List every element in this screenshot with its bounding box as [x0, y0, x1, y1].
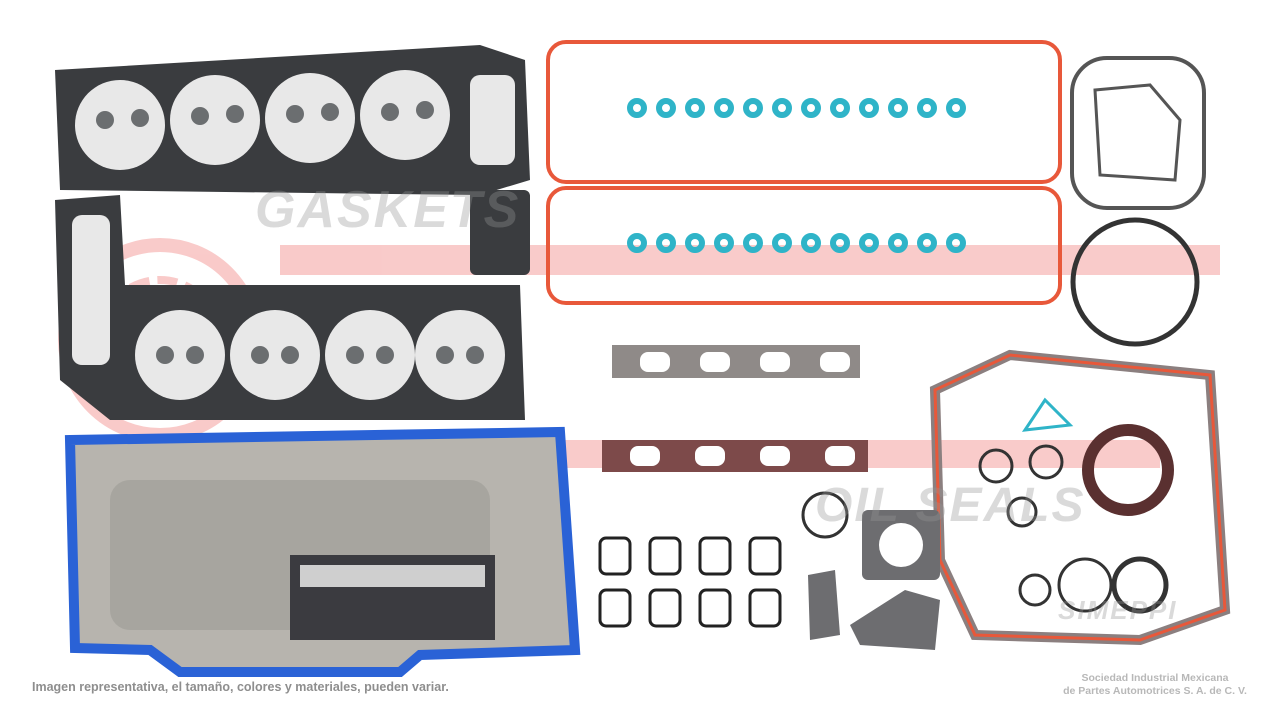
port-seal — [698, 536, 732, 576]
o-ring — [772, 233, 792, 253]
port-seal — [748, 588, 782, 628]
o-ring — [743, 98, 763, 118]
o-ring — [743, 233, 763, 253]
port-seal — [598, 588, 632, 628]
port-seal — [648, 536, 682, 576]
o-ring — [830, 98, 850, 118]
oil-pan-gasket — [64, 426, 581, 677]
misc-gaskets — [801, 491, 940, 650]
cylinder-head-gasket-lower — [55, 190, 530, 420]
o-ring — [656, 233, 676, 253]
o-ring — [888, 233, 908, 253]
o-ring — [801, 233, 821, 253]
o-ring — [859, 98, 879, 118]
o-ring — [714, 233, 734, 253]
port-seal — [748, 536, 782, 576]
o-ring — [685, 233, 705, 253]
o-ring — [656, 98, 676, 118]
o-ring — [627, 233, 647, 253]
watermark-simeppi-logo: SIMEPPI — [1058, 595, 1178, 625]
o-ring — [627, 98, 647, 118]
o-ring — [946, 233, 966, 253]
port-seal — [598, 536, 632, 576]
o-ring — [830, 233, 850, 253]
o-ring — [946, 98, 966, 118]
o-ring — [917, 98, 937, 118]
spark-plug-tube-seals — [627, 98, 966, 253]
port-seal — [648, 588, 682, 628]
watermark-gaskets: GASKETS — [255, 181, 521, 239]
o-ring — [714, 98, 734, 118]
o-ring — [859, 233, 879, 253]
company-line-2: de Partes Automotrices S. A. de C. V. — [1063, 685, 1247, 697]
intake-port-seals — [598, 536, 782, 628]
company-name: Sociedad Industrial Mexicana de Partes A… — [1040, 672, 1270, 698]
timing-cover-gasket — [929, 56, 1231, 646]
o-ring — [685, 98, 705, 118]
company-line-1: Sociedad Industrial Mexicana — [1081, 672, 1229, 684]
cylinder-head-gasket-upper — [55, 45, 530, 195]
o-ring — [917, 233, 937, 253]
o-ring — [801, 98, 821, 118]
watermark-oil-seals: OIL SEALS — [815, 479, 1086, 532]
port-seal — [698, 588, 732, 628]
o-ring — [772, 98, 792, 118]
valve-cover-gaskets — [546, 40, 1062, 305]
exhaust-manifold-gaskets — [602, 345, 868, 472]
o-ring — [888, 98, 908, 118]
disclaimer-text: Imagen representativa, el tamaño, colore… — [32, 680, 449, 694]
